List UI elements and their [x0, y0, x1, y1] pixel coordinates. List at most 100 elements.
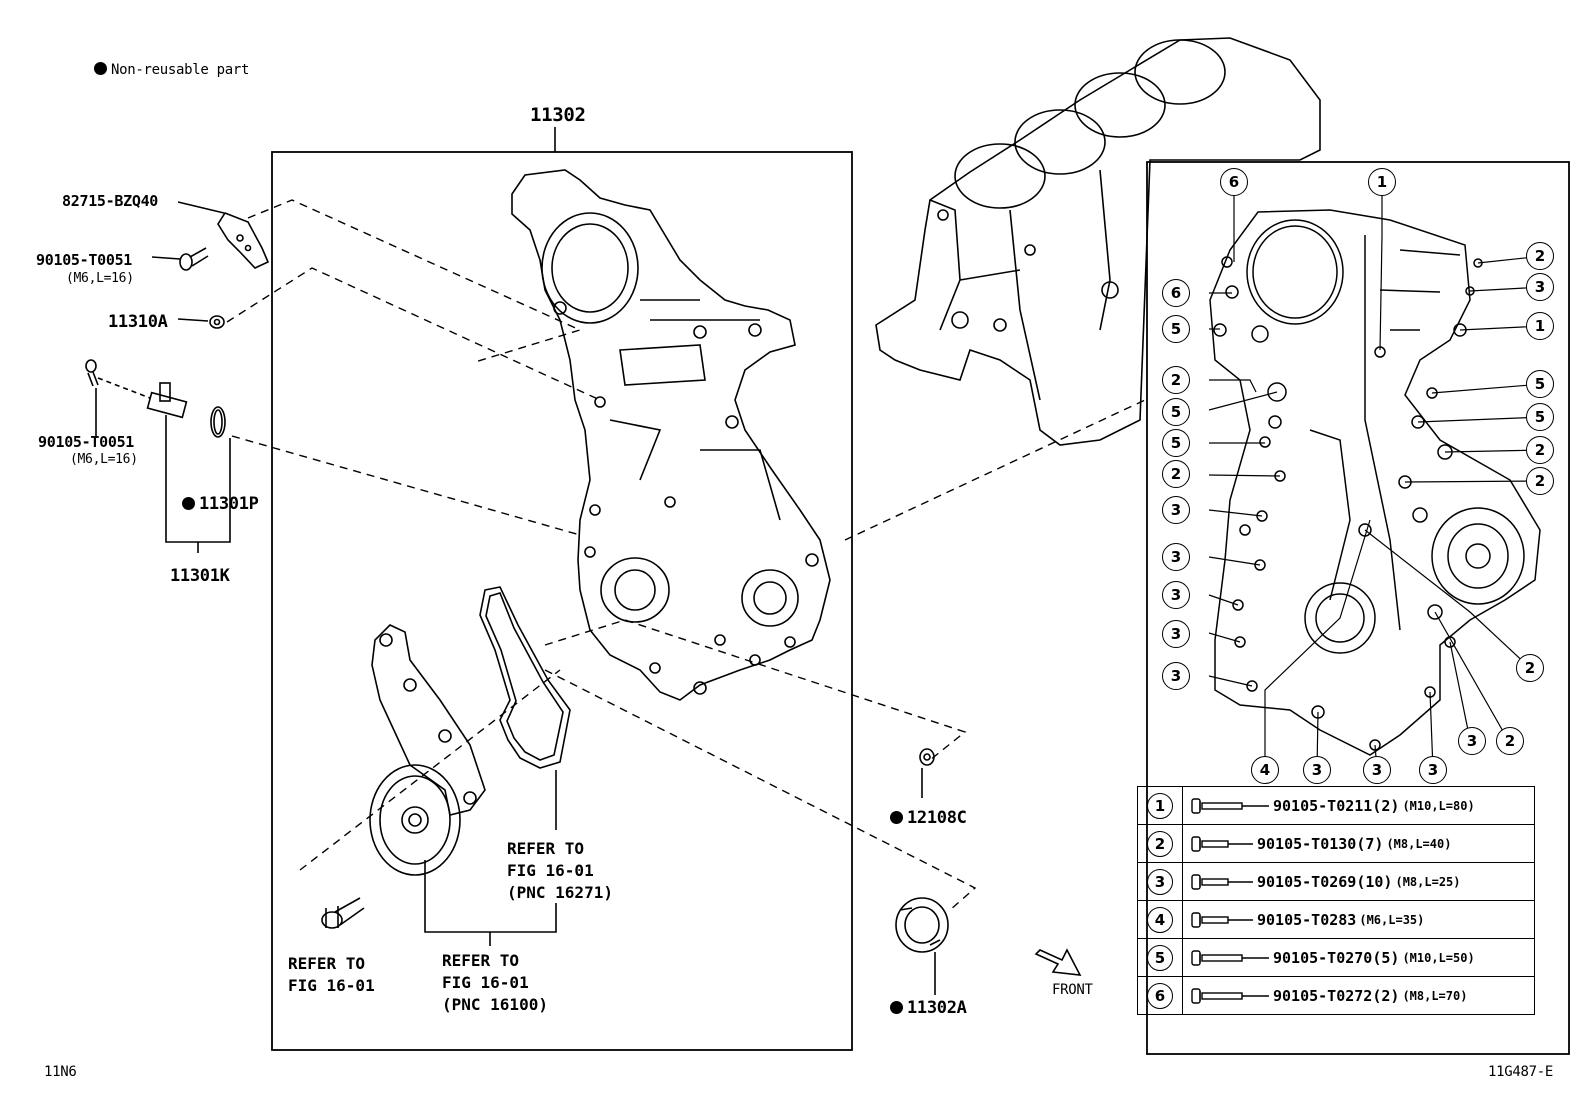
label-corner-right: 11G487-E: [1488, 1064, 1554, 1080]
callout-bottom: 3: [1303, 756, 1331, 784]
bolt-number: 6: [1147, 982, 1173, 1009]
callout-top: 1: [1368, 168, 1396, 196]
label-front: FRONT: [1052, 982, 1093, 998]
callout-left: 3: [1162, 496, 1190, 524]
callout-bottom: 3: [1419, 756, 1447, 784]
timing-cover-icon: [511, 169, 831, 701]
callout-left: 3: [1162, 581, 1190, 609]
label-stud: 11310A: [108, 312, 168, 332]
callout-right: 1: [1526, 312, 1554, 340]
oil-seal-icon: [895, 897, 949, 953]
bolt-number: 2: [1147, 830, 1173, 857]
bolt-number: 5: [1147, 944, 1173, 971]
bolt-icon: [1191, 987, 1269, 1004]
cam-sensor-icon: [85, 359, 188, 419]
legend-text: Non-reusable part: [111, 62, 250, 78]
sensor-bracket-icon: [177, 201, 270, 269]
bolt-icon: [1191, 835, 1253, 852]
non-reusable-dot-icon: [890, 1001, 903, 1014]
oring-icon: [210, 406, 226, 438]
label-bolt-a: 90105-T0051: [36, 251, 133, 269]
engine-block-icon: [875, 37, 1321, 446]
callout-bottom: 3: [1363, 756, 1391, 784]
legend: Non-reusable part: [94, 62, 250, 78]
callout-left: 5: [1162, 429, 1190, 457]
label-main-cover: 11302: [530, 104, 586, 126]
bolt-row: 6 90105-T0272(2)(M8,L=70): [1137, 976, 1535, 1015]
label-corner-left: 11N6: [44, 1064, 77, 1080]
label-bolt-b-size: (M6,L=16): [70, 452, 138, 467]
callout-right: 3: [1526, 273, 1554, 301]
front-arrow-icon: [1034, 948, 1082, 976]
bolt-size: (M8,L=70): [1402, 988, 1468, 1003]
callout-right: 2: [1496, 727, 1524, 755]
bolt-part-number: 90105-T0272(2): [1273, 986, 1400, 1005]
callout-left: 3: [1162, 543, 1190, 571]
callout-left: 3: [1162, 620, 1190, 648]
callout-left: 2: [1162, 460, 1190, 488]
stud-icon: [209, 315, 225, 329]
callout-left: 5: [1162, 315, 1190, 343]
callout-right: 5: [1526, 403, 1554, 431]
callout-right: 2: [1526, 436, 1554, 464]
cover-assembly-frame: [271, 151, 853, 1051]
bolt-row: 3 90105-T0269(10)(M8,L=25): [1137, 862, 1535, 901]
label-small-ring: 12108C: [890, 808, 967, 828]
bolt-icon: [1191, 797, 1269, 814]
callout-left: 5: [1162, 398, 1190, 426]
callout-bottom: 4: [1251, 756, 1279, 784]
callout-right: 2: [1516, 654, 1544, 682]
bolt-icon: [1191, 873, 1253, 890]
bolt-icon: [321, 897, 365, 929]
label-bolt-a-size: (M6,L=16): [66, 271, 134, 286]
idler-pulley-icon: [369, 624, 486, 876]
bolt-icon: [1191, 949, 1269, 966]
bolt-number: 3: [1147, 868, 1173, 895]
bolt-size: (M8,L=25): [1395, 874, 1461, 889]
bolt-size: (M10,L=50): [1402, 950, 1475, 965]
callout-leaders: [1208, 194, 1544, 771]
bolt-part-number: 90105-T0270(5): [1273, 948, 1400, 967]
bolt-number: 1: [1147, 792, 1173, 819]
callout-right: 5: [1526, 370, 1554, 398]
callout-top: 6: [1220, 168, 1248, 196]
non-reusable-dot-icon: [182, 497, 195, 510]
bolt-part-number: 90105-T0211(2): [1273, 796, 1400, 815]
bolt-row: 1 90105-T0211(2)(M10,L=80): [1137, 786, 1535, 825]
bolt-detail-frame: [1146, 161, 1570, 1055]
bolt-part-number: 90105-T0269(10): [1257, 872, 1393, 891]
callout-bottom: 3: [1458, 727, 1486, 755]
bolt-icon: [1191, 911, 1253, 928]
bolt-number: 4: [1147, 906, 1173, 933]
callout-right: 2: [1526, 467, 1554, 495]
bolt-icon: [179, 247, 209, 271]
bolt-part-number: 90105-T0283: [1257, 910, 1357, 929]
callout-left: 2: [1162, 366, 1190, 394]
label-sensor-kit: 11301K: [170, 566, 230, 586]
small-ring-icon: [919, 748, 935, 766]
label-bolt-b: 90105-T0051: [38, 433, 135, 451]
bolt-row: 4 90105-T0283(M6,L=35): [1137, 900, 1535, 939]
label-oil-seal: 11302A: [890, 998, 967, 1018]
bolt-row: 5 90105-T0270(5)(M10,L=50): [1137, 938, 1535, 977]
bolt-size: (M8,L=40): [1386, 836, 1452, 851]
callout-left: 3: [1162, 662, 1190, 690]
non-reusable-dot-icon: [890, 811, 903, 824]
bolt-table: 1 90105-T0211(2)(M10,L=80) 2 90105-T0130(7)…: [1137, 786, 1535, 1015]
bolt-size: (M6,L=35): [1359, 912, 1425, 927]
filled-circle-icon: [94, 62, 107, 75]
cover-detail-icon: [1209, 209, 1541, 756]
bolt-part-number: 90105-T0130(7): [1257, 834, 1384, 853]
bolt-row: 2 90105-T0130(7)(M8,L=40): [1137, 824, 1535, 863]
label-bracket: 82715-BZQ40: [62, 192, 159, 210]
dashed-connectors: [226, 199, 1146, 911]
callout-right: 2: [1526, 242, 1554, 270]
label-oring: 11301P: [182, 494, 259, 514]
gasket-icon: [479, 586, 571, 769]
bolt-size: (M10,L=80): [1402, 798, 1475, 813]
